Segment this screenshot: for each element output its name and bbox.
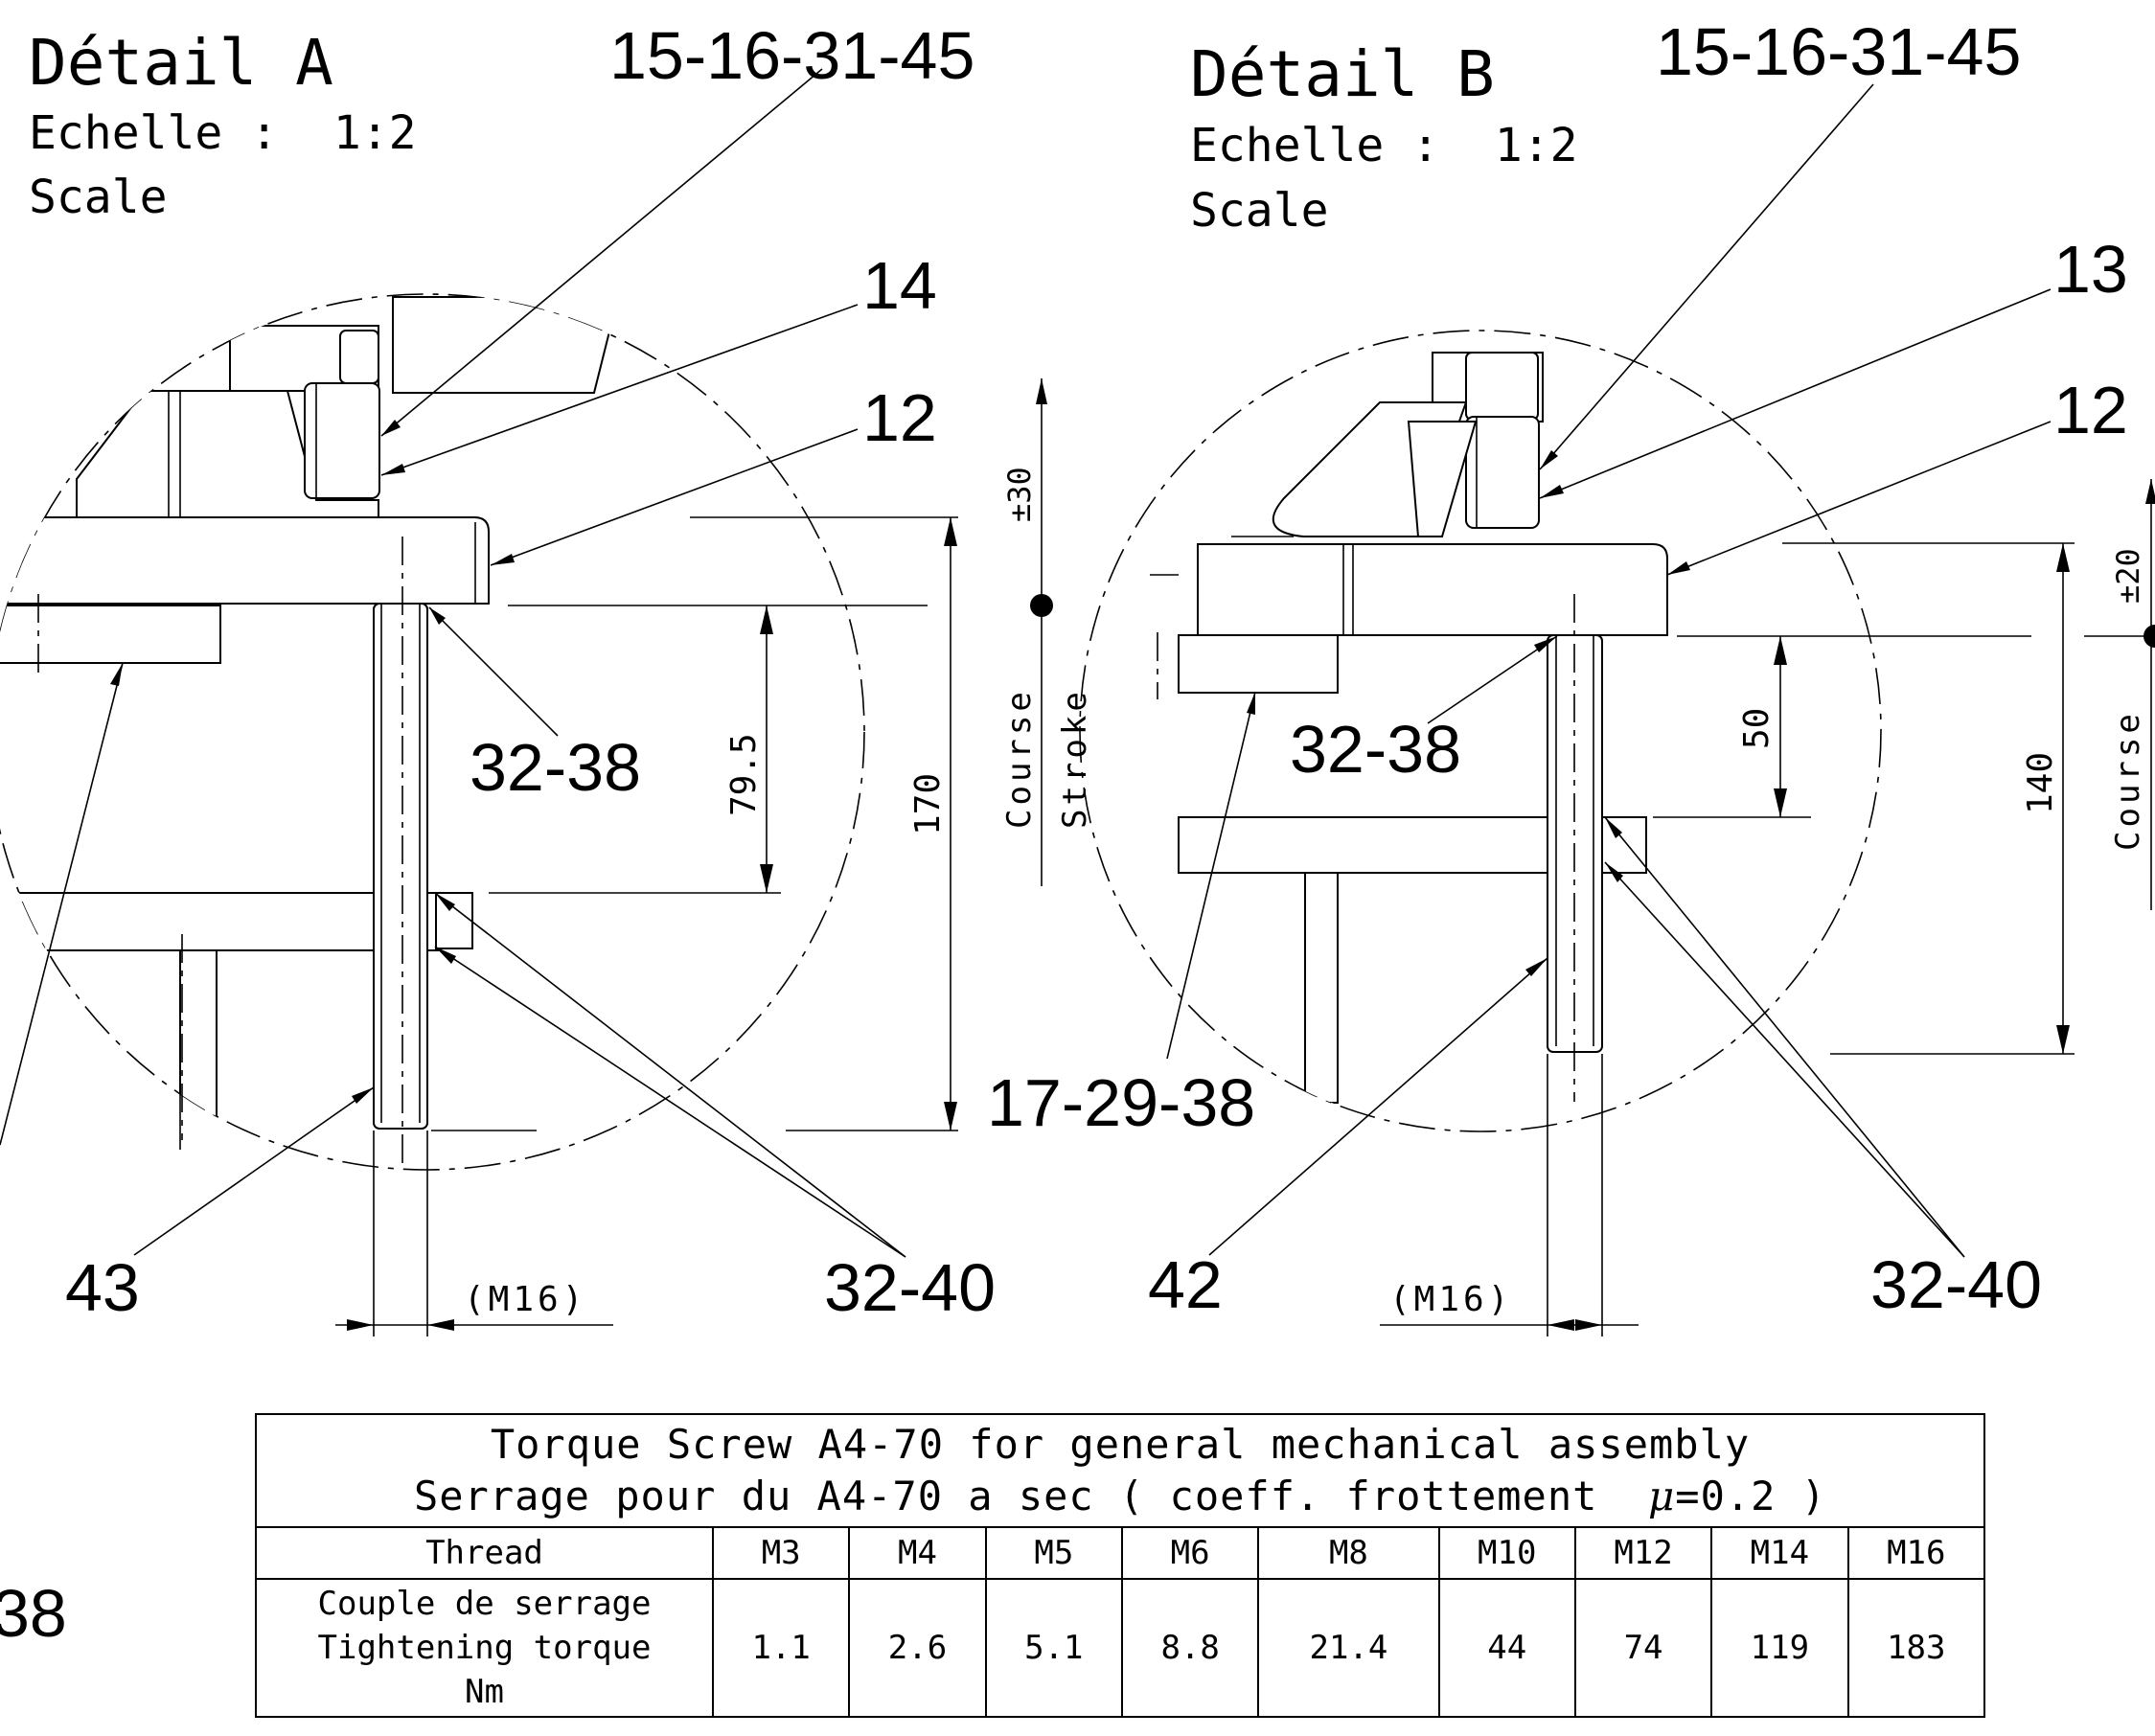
detail-b-title: Détail B xyxy=(1190,37,1495,111)
callout-b-32-40: 32-40 xyxy=(1870,1247,2042,1322)
torque-cell: 1.1 xyxy=(711,1578,851,1718)
thread-cell: M10 xyxy=(1437,1526,1576,1580)
detail-b-scale: Echelle : 1:2 xyxy=(1190,119,1578,172)
detail-a-boundary xyxy=(0,293,865,1171)
edge-fragment-38: 38 xyxy=(0,1576,67,1651)
callout-b-42: 42 xyxy=(1148,1247,1223,1322)
torque-title-fr-suffix: =0.2 ) xyxy=(1675,1473,1827,1519)
detail-b-boundary xyxy=(1079,330,1882,1132)
detail-a-parts xyxy=(0,296,620,1143)
thread-cell: M3 xyxy=(711,1526,851,1580)
torque-title-en: Torque Screw A4-70 for general mechanica… xyxy=(490,1421,1751,1468)
thread-cell: M6 xyxy=(1120,1526,1260,1580)
torque-label-fr: Couple de serrage xyxy=(317,1585,652,1623)
dim-a-170: 170 xyxy=(908,773,948,835)
torque-cell: 119 xyxy=(1710,1578,1849,1718)
dim-a-stroke-pm: ±30 xyxy=(1001,467,1038,522)
callout-a-32-40: 32-40 xyxy=(824,1250,996,1325)
callout-b-13: 13 xyxy=(2053,232,2128,307)
callout-b-32-38: 32-38 xyxy=(1290,712,1461,787)
torque-table-title: Torque Screw A4-70 for general mechanica… xyxy=(255,1413,1985,1528)
torque-cell: 5.1 xyxy=(984,1578,1123,1718)
callout-a-43: 43 xyxy=(65,1250,140,1325)
torque-table-title-row: Torque Screw A4-70 for general mechanica… xyxy=(255,1413,1985,1528)
thread-header-label: Thread xyxy=(255,1526,714,1580)
torque-cell: 74 xyxy=(1573,1578,1713,1718)
callout-a-12: 12 xyxy=(862,380,937,455)
torque-cell: 183 xyxy=(1846,1578,1986,1718)
dim-b-140: 140 xyxy=(2021,752,2060,814)
torque-title-fr-prefix: Serrage pour du A4-70 a sec ( coeff. fro… xyxy=(413,1473,1648,1519)
dim-b-thread: (M16) xyxy=(1389,1280,1512,1319)
torque-table-values-row: Couple de serrage Tightening torque Nm 1… xyxy=(255,1578,1986,1718)
detail-b-scale-en: Scale xyxy=(1190,184,1329,238)
dim-a-thread: (M16) xyxy=(464,1280,586,1319)
dim-a-course: Course xyxy=(1000,688,1039,829)
dim-b-50: 50 xyxy=(1737,708,1777,749)
detail-a-title: Détail A xyxy=(29,26,333,100)
callout-b-12: 12 xyxy=(2053,373,2128,447)
callout-a-15-16-31-45: 15-16-31-45 xyxy=(609,18,974,93)
detail-a-scale-en: Scale xyxy=(29,171,168,224)
torque-cell: 21.4 xyxy=(1257,1578,1440,1718)
thread-cell: M4 xyxy=(848,1526,987,1580)
torque-cell: 8.8 xyxy=(1120,1578,1260,1718)
detail-b xyxy=(1079,83,2155,1336)
thread-cell: M12 xyxy=(1573,1526,1713,1580)
thread-cell: M8 xyxy=(1257,1526,1440,1580)
callout-a-14: 14 xyxy=(862,248,937,323)
thread-cell: M16 xyxy=(1846,1526,1986,1580)
dim-a-stroke: Stroke xyxy=(1056,688,1094,829)
torque-row-label: Couple de serrage Tightening torque Nm xyxy=(255,1578,714,1718)
dim-b-course: Course xyxy=(2109,710,2147,851)
thread-cell: M14 xyxy=(1710,1526,1849,1580)
callout-b-15-16-31-45: 15-16-31-45 xyxy=(1656,14,2021,89)
torque-cell: 2.6 xyxy=(848,1578,987,1718)
detail-a-scale: Echelle : 1:2 xyxy=(29,106,417,160)
mu-symbol: μ xyxy=(1648,1473,1676,1519)
dim-a-79-5: 79.5 xyxy=(724,733,764,816)
torque-label-unit: Nm xyxy=(465,1673,504,1711)
dim-b-stroke-pm: ±20 xyxy=(2110,548,2146,604)
torque-table: Torque Screw A4-70 for general mechanica… xyxy=(255,1413,1986,1718)
torque-label-en: Tightening torque xyxy=(317,1629,652,1667)
torque-table-header-row: Thread M3 M4 M5 M6 M8 M10 M12 M14 M16 xyxy=(255,1526,1986,1580)
callout-a-17-29-38: 17-29-38 xyxy=(987,1065,1255,1140)
torque-cell: 44 xyxy=(1437,1578,1576,1718)
thread-cell: M5 xyxy=(984,1526,1123,1580)
detail-a xyxy=(0,68,1053,1336)
callout-a-32-38: 32-38 xyxy=(470,730,641,805)
torque-title-fr: Serrage pour du A4-70 a sec ( coeff. fro… xyxy=(257,1471,1983,1522)
